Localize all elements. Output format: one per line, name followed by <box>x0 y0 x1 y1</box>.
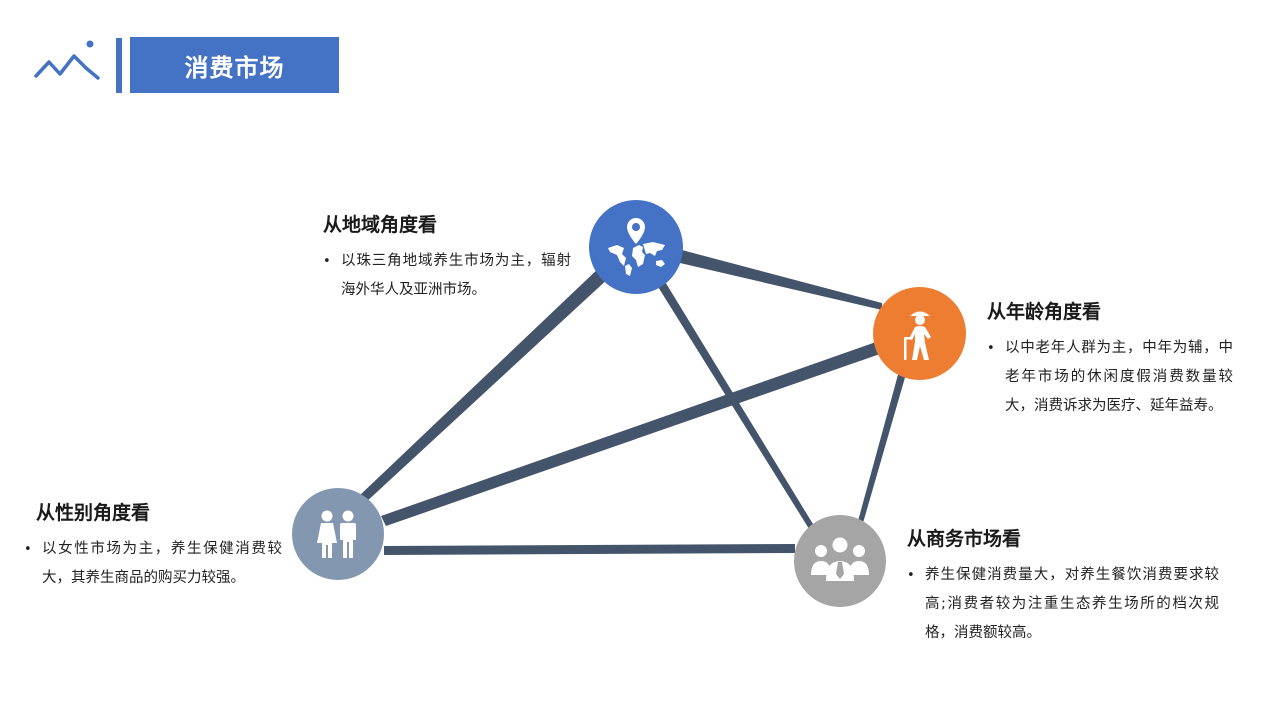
heading-gender: 从性别角度看 <box>36 502 151 524</box>
heading-region: 从地域角度看 <box>323 214 438 236</box>
node-age <box>873 287 966 380</box>
edge-region-business <box>655 280 816 532</box>
edge-age-gender <box>381 342 880 526</box>
heading-age: 从年龄角度看 <box>987 301 1102 323</box>
mountain-logo-icon <box>34 38 104 82</box>
node-gender <box>292 488 384 580</box>
couple-icon <box>317 510 356 558</box>
edge-age-business <box>858 371 906 523</box>
block-business: 从商务市场看 养生保健消费量大，对养生餐饮消费要求较高;消费者较为注重生态养生场… <box>907 524 1219 648</box>
text-gender: 以女性市场为主，养生保健消费较大，其养生商品的购买力较强。 <box>24 535 282 593</box>
block-gender: 从性别角度看 以女性市场为主，养生保健消费较大，其养生商品的购买力较强。 <box>24 498 282 593</box>
elderly-person-icon <box>903 311 931 360</box>
block-region: 从地域角度看 以珠三角地域养生市场为主，辐射海外华人及亚洲市场。 <box>323 210 571 305</box>
node-region <box>589 200 683 294</box>
text-region: 以珠三角地域养生市场为主，辐射海外华人及亚洲市场。 <box>323 247 571 305</box>
heading-business: 从商务市场看 <box>907 528 1022 550</box>
business-group-icon <box>811 537 869 581</box>
page-title: 消费市场 <box>130 37 339 93</box>
edge-gender-business <box>384 544 795 555</box>
edge-region-age <box>678 249 882 310</box>
edge-region-gender <box>359 266 611 503</box>
node-business <box>794 515 886 607</box>
text-age: 以中老年人群为主，中年为辅，中老年市场的休闲度假消费数量较大，消费诉求为医疗、延… <box>987 334 1233 421</box>
text-business: 养生保健消费量大，对养生餐饮消费要求较高;消费者较为注重生态养生场所的档次规格，… <box>907 561 1219 648</box>
header-divider <box>116 38 122 93</box>
block-age: 从年龄角度看 以中老年人群为主，中年为辅，中老年市场的休闲度假消费数量较大，消费… <box>987 297 1233 421</box>
map-pin-world-icon <box>608 218 665 276</box>
